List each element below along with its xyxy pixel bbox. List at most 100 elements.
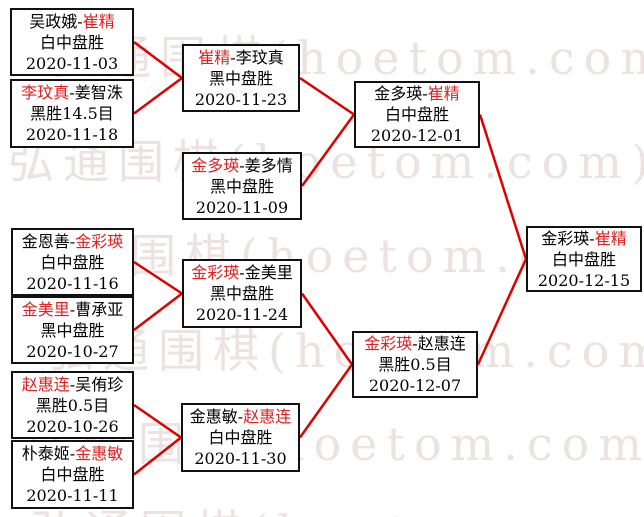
players-separator: - <box>239 263 245 282</box>
match-date: 2020-12-15 <box>537 270 631 290</box>
match-date: 2020-11-16 <box>26 273 119 293</box>
match-players: 金彩瑛-赵惠连 <box>354 333 476 354</box>
player1-name: 李玟真 <box>21 83 70 102</box>
players-separator: - <box>77 11 83 31</box>
players-separator: - <box>69 231 76 251</box>
watermark-text: 弘通围棋(hoetom.com) <box>30 496 644 517</box>
watermark-text: 弘通围棋(hoetom.com) <box>50 31 644 85</box>
match-box-m2: 李玟真-姜智洙 黑胜14.5目 2020-11-18 <box>10 79 134 148</box>
match-box-m13: 金彩瑛-崔精 白中盘胜 2020-12-15 <box>526 226 642 292</box>
players-separator: - <box>422 84 428 103</box>
connector-line-m1-m7 <box>133 41 183 79</box>
connector-line-m5-m10 <box>133 403 182 439</box>
player2-name: 李玟真 <box>235 47 284 67</box>
player1-name: 赵惠连 <box>21 374 70 394</box>
connector-line-m11-m13 <box>478 114 528 260</box>
match-players: 赵惠连-吴侑珍 <box>13 374 132 395</box>
match-result: 黑中盘胜 <box>209 176 274 196</box>
connector-line-m6-m10 <box>133 436 182 476</box>
connector-line-m10-m12 <box>298 363 354 439</box>
match-result: 白中盘胜 <box>39 32 104 52</box>
player1-name: 金彩瑛 <box>364 334 413 353</box>
match-players: 金彩瑛-金美里 <box>184 262 300 283</box>
player1-name: 金惠敏 <box>189 407 238 426</box>
player1-name: 崔精 <box>198 47 231 67</box>
match-result: 白中盘胜 <box>384 105 449 124</box>
players-separator: - <box>69 374 76 394</box>
match-players: 金彩瑛-崔精 <box>528 228 640 249</box>
players-separator: - <box>69 444 76 463</box>
match-result: 白中盘胜 <box>551 249 616 269</box>
match-box-m4: 金美里-曹承亚 黑中盘胜 2020-10-27 <box>11 296 134 364</box>
player2-name: 姜多情 <box>244 155 293 175</box>
match-box-m3: 金恩善-金彩瑛 白中盘胜 2020-11-16 <box>11 228 134 296</box>
match-date: 2020-11-03 <box>25 53 119 73</box>
match-date: 2020-11-30 <box>194 449 287 468</box>
player1-name: 吴政娥 <box>29 11 78 31</box>
match-date: 2020-11-23 <box>194 89 288 109</box>
players-separator: - <box>412 334 418 353</box>
match-result: 黑胜0.5目 <box>35 395 110 415</box>
player1-name: 金彩瑛 <box>191 263 240 282</box>
match-box-m1: 吴政娥-崔精 白中盘胜 2020-11-03 <box>10 8 134 76</box>
match-box-m12: 金彩瑛-赵惠连 黑胜0.5目 2020-12-07 <box>352 331 478 398</box>
players-separator: - <box>69 299 76 319</box>
players-separator: - <box>69 83 75 102</box>
player2-name: 金美里 <box>244 263 293 282</box>
match-box-m5: 赵惠连-吴侑珍 黑胜0.5目 2020-10-26 <box>11 371 134 439</box>
match-date: 2020-11-11 <box>26 486 119 505</box>
match-players: 吴政娥-崔精 <box>12 11 132 32</box>
player2-name: 崔精 <box>82 11 115 31</box>
player2-name: 金惠敏 <box>75 444 124 463</box>
player2-name: 姜智洙 <box>74 83 123 102</box>
player2-name: 赵惠连 <box>243 407 292 426</box>
match-result: 白中盘胜 <box>208 428 273 447</box>
match-box-m11: 金多瑛-崔精 白中盘胜 2020-12-01 <box>354 81 480 148</box>
match-players: 李玟真-姜智洙 <box>12 82 132 103</box>
players-separator: - <box>589 228 595 248</box>
match-players: 金多瑛-崔精 <box>356 83 478 104</box>
connector-line-m2-m7 <box>133 76 183 115</box>
match-result: 黑胜14.5目 <box>30 104 114 123</box>
player2-name: 赵惠连 <box>417 334 466 353</box>
players-separator: - <box>237 407 244 426</box>
player1-name: 金美里 <box>21 299 70 319</box>
match-result: 白中盘胜 <box>40 465 105 484</box>
player2-name: 崔精 <box>427 84 460 103</box>
match-date: 2020-11-18 <box>25 125 119 144</box>
match-players: 崔精-李玟真 <box>184 47 298 68</box>
watermark-text: 弘通围棋(hoetom.com) <box>48 324 644 378</box>
match-result: 黑中盘胜 <box>209 284 274 303</box>
match-date: 2020-12-01 <box>370 126 464 145</box>
match-date: 2020-10-26 <box>26 416 119 436</box>
player1-name: 金彩瑛 <box>541 228 590 248</box>
match-players: 金惠敏-赵惠连 <box>183 406 298 427</box>
players-separator: - <box>239 155 245 175</box>
match-box-m8: 金多瑛-姜多情 黑中盘胜 2020-11-09 <box>182 152 302 220</box>
connector-line-m7-m11 <box>299 76 355 116</box>
match-players: 金多瑛-姜多情 <box>184 155 300 176</box>
match-result: 白中盘胜 <box>40 252 105 272</box>
players-separator: - <box>230 47 236 67</box>
connector-line-m3-m9 <box>133 260 183 295</box>
match-box-m7: 崔精-李玟真 黑中盘胜 2020-11-23 <box>182 44 300 112</box>
match-result: 黑中盘胜 <box>40 320 105 340</box>
match-players: 金美里-曹承亚 <box>13 299 132 320</box>
player1-name: 金多瑛 <box>374 84 423 103</box>
connector-line-m4-m9 <box>133 292 183 331</box>
match-result: 黑胜0.5目 <box>378 355 452 374</box>
player2-name: 金彩瑛 <box>75 231 124 251</box>
match-date: 2020-10-27 <box>26 341 119 361</box>
player1-name: 金多瑛 <box>191 155 240 175</box>
player2-name: 崔精 <box>594 228 627 248</box>
match-players: 朴泰姬-金惠敏 <box>13 443 132 464</box>
player1-name: 金恩善 <box>21 231 70 251</box>
match-box-m10: 金惠敏-赵惠连 白中盘胜 2020-11-30 <box>181 403 300 472</box>
match-players: 金恩善-金彩瑛 <box>13 231 132 252</box>
connector-line-m12-m13 <box>476 258 528 366</box>
connector-line-m8-m11 <box>300 113 356 187</box>
player2-name: 曹承亚 <box>75 299 124 319</box>
